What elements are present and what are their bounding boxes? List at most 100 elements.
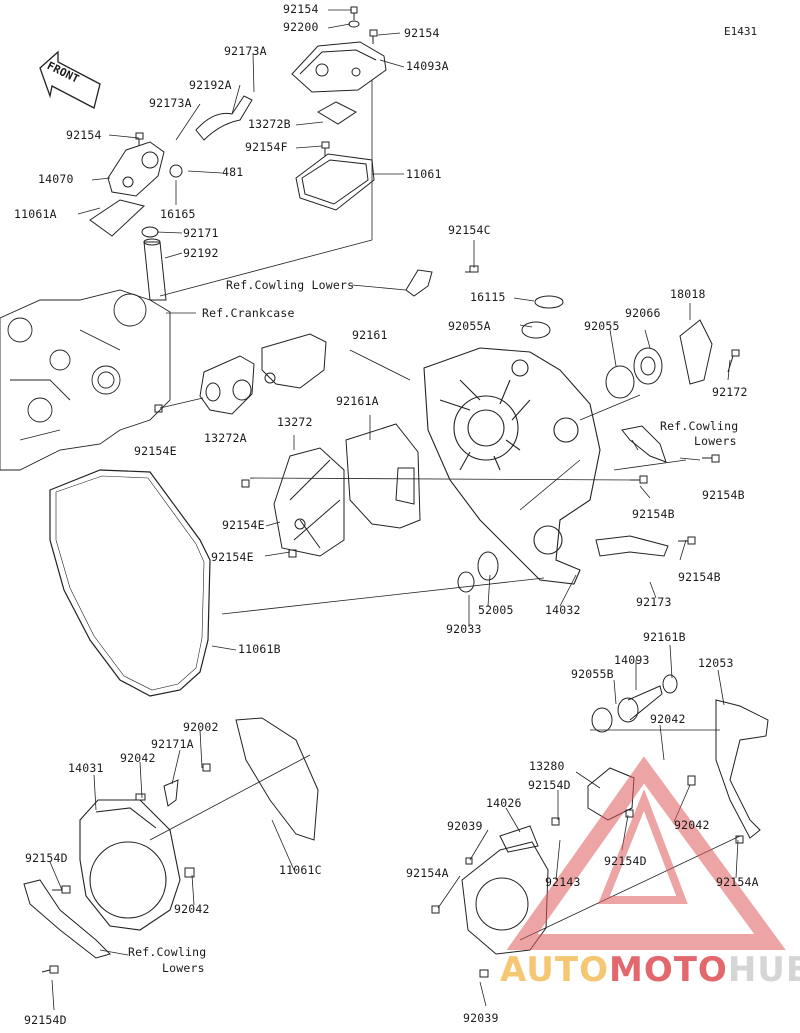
part-label: 92173A bbox=[149, 96, 192, 110]
part-label: 92154F bbox=[245, 140, 288, 154]
part-label: 92171A bbox=[151, 737, 194, 751]
part-label: 92154E bbox=[222, 518, 265, 532]
oring-92055 bbox=[605, 365, 635, 399]
part-label: 92154 bbox=[404, 26, 440, 40]
gasket-11061A bbox=[89, 199, 146, 237]
insulator-slot bbox=[395, 467, 415, 505]
part-label: 14031 bbox=[68, 761, 104, 775]
part-label: 92055B bbox=[571, 667, 614, 681]
part-label: 92154A bbox=[716, 875, 759, 889]
part-label: 16165 bbox=[160, 207, 196, 221]
part-label: 481 bbox=[222, 165, 244, 179]
part-label: 52005 bbox=[478, 603, 514, 617]
part-label: 92055A bbox=[448, 319, 491, 333]
gasket-13272B bbox=[317, 101, 357, 125]
plate-hole bbox=[205, 382, 221, 402]
plate-hole bbox=[264, 372, 276, 384]
part-label: 92143 bbox=[545, 875, 581, 889]
gauge-52005 bbox=[477, 551, 499, 581]
part-label: 92154E bbox=[211, 550, 254, 564]
cap-16115 bbox=[534, 295, 564, 309]
tensioner-13280 bbox=[587, 767, 635, 821]
guide-12053 bbox=[715, 699, 769, 839]
part-label: 14093 bbox=[614, 653, 650, 667]
part-label: 92042 bbox=[174, 902, 210, 916]
part-label: 92066 bbox=[625, 306, 661, 320]
part-label: 92161A bbox=[336, 394, 379, 408]
part-label: 11061A bbox=[14, 207, 57, 221]
part-label: 13272A bbox=[204, 431, 247, 445]
part-label: 92154A bbox=[406, 866, 449, 880]
plate-hole bbox=[232, 379, 252, 401]
part-label: 92192 bbox=[183, 246, 219, 260]
crankcase-reference bbox=[0, 289, 171, 471]
part-label: 92154D bbox=[528, 778, 571, 792]
ref-lowers-label: Lowers bbox=[162, 961, 205, 975]
part-label: 92154D bbox=[604, 854, 647, 868]
part-label: 12053 bbox=[698, 656, 734, 670]
part-label: 16115 bbox=[470, 290, 506, 304]
clamp-92171A bbox=[163, 779, 179, 807]
shield-13272 bbox=[273, 447, 345, 557]
part-label: 11061C bbox=[279, 863, 322, 877]
part-label: 13272B bbox=[248, 117, 291, 131]
gasket-11061B-inner bbox=[55, 475, 205, 691]
cover-14093A bbox=[291, 41, 387, 93]
insulator-92161A bbox=[345, 423, 421, 529]
part-label: 92055 bbox=[584, 319, 620, 333]
part-label: 92039 bbox=[447, 819, 483, 833]
watermark-logo-icon bbox=[506, 756, 786, 950]
part-label: 13272 bbox=[277, 415, 313, 429]
ref-crankcase-label: Ref.Crankcase bbox=[202, 306, 295, 320]
hose-92192 bbox=[143, 238, 167, 301]
part-label: 14032 bbox=[545, 603, 581, 617]
part-label: 14026 bbox=[486, 796, 522, 810]
part-label: 92042 bbox=[120, 751, 156, 765]
part-label: 92154 bbox=[283, 2, 319, 16]
part-label: 92172 bbox=[712, 385, 748, 399]
part-label: 13280 bbox=[529, 759, 565, 773]
shaft-14093 bbox=[591, 674, 678, 733]
part-label: 92039 bbox=[463, 1011, 499, 1025]
part-label: 92161B bbox=[643, 630, 686, 644]
plug-481 bbox=[169, 164, 183, 178]
part-label: 92154C bbox=[448, 223, 491, 237]
part-label: 92154B bbox=[678, 570, 721, 584]
part-label: 92173A bbox=[224, 44, 267, 58]
clutch-cover-14032 bbox=[423, 347, 601, 585]
gasket-11061B bbox=[49, 469, 211, 697]
hose-92192A bbox=[195, 95, 253, 141]
bracket-lower-left bbox=[23, 879, 111, 959]
part-label: 92042 bbox=[674, 818, 710, 832]
diagram-code: E1431 bbox=[724, 25, 758, 38]
sprocket-cover-14026 bbox=[461, 825, 549, 955]
generator-cover-14031 bbox=[79, 799, 181, 931]
part-label: 14093A bbox=[406, 59, 449, 73]
plate-92161 bbox=[261, 333, 327, 389]
part-label: 92161 bbox=[352, 328, 388, 342]
front-arrow-icon bbox=[39, 50, 101, 109]
bracket-cowling bbox=[621, 425, 667, 463]
part-label: 92154 bbox=[66, 128, 102, 142]
part-label: 92042 bbox=[650, 712, 686, 726]
part-label: 92002 bbox=[183, 720, 219, 734]
part-label: 92033 bbox=[446, 622, 482, 636]
ref-cowling-label: Ref.Cowling bbox=[660, 419, 739, 433]
fitting-14070 bbox=[107, 141, 165, 197]
cover-18018 bbox=[679, 319, 713, 385]
bolt-icons bbox=[41, 6, 744, 978]
part-label: 14070 bbox=[38, 172, 74, 186]
gasket-11061C bbox=[235, 717, 319, 841]
gear-92066 bbox=[633, 347, 663, 385]
part-label: 18018 bbox=[670, 287, 706, 301]
part-label: 11061B bbox=[238, 642, 281, 656]
ref-lowers-label: Lowers bbox=[694, 434, 737, 448]
clamp-92171 bbox=[141, 226, 159, 238]
gasket-11061 bbox=[295, 153, 375, 211]
plate-13272A bbox=[199, 355, 255, 415]
oring-92055A bbox=[521, 321, 551, 339]
part-label: 92154E bbox=[134, 444, 177, 458]
bracket-top bbox=[405, 269, 433, 297]
part-label: 11061 bbox=[406, 167, 442, 181]
